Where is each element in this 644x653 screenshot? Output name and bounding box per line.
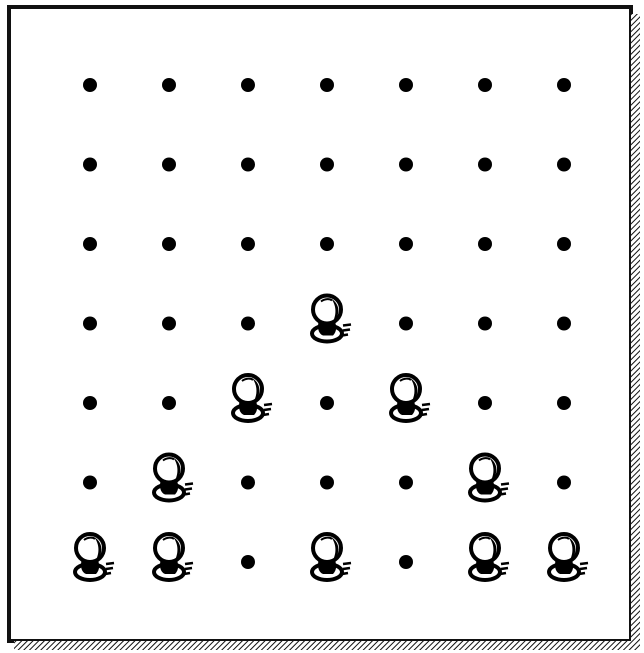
board-hole[interactable] [557, 396, 571, 410]
board-hole[interactable] [478, 78, 492, 92]
board-shadow-right [631, 14, 640, 647]
board-hole[interactable] [399, 317, 413, 331]
board-hole[interactable] [241, 158, 255, 172]
board-hole[interactable] [320, 396, 334, 410]
board-hole[interactable] [83, 78, 97, 92]
board-hole[interactable] [478, 158, 492, 172]
board-hole[interactable] [399, 476, 413, 490]
board-hole[interactable] [320, 476, 334, 490]
board-hole[interactable] [557, 237, 571, 251]
board-shadow-bottom [14, 641, 640, 650]
board-hole[interactable] [478, 237, 492, 251]
board-hole[interactable] [83, 476, 97, 490]
board-hole[interactable] [557, 158, 571, 172]
board-hole[interactable] [83, 317, 97, 331]
board-hole[interactable] [162, 158, 176, 172]
board-hole[interactable] [162, 78, 176, 92]
board-hole[interactable] [241, 78, 255, 92]
board-hole[interactable] [320, 237, 334, 251]
board-hole[interactable] [241, 555, 255, 569]
board-hole[interactable] [162, 237, 176, 251]
board-hole[interactable] [83, 158, 97, 172]
board-hole[interactable] [399, 555, 413, 569]
board-hole[interactable] [399, 78, 413, 92]
board-hole[interactable] [83, 237, 97, 251]
board-hole[interactable] [320, 158, 334, 172]
board-hole[interactable] [83, 396, 97, 410]
board-hole[interactable] [478, 317, 492, 331]
board-hole[interactable] [557, 317, 571, 331]
board-hole[interactable] [320, 78, 334, 92]
board-hole[interactable] [241, 317, 255, 331]
board-hole[interactable] [162, 317, 176, 331]
board-hole[interactable] [241, 476, 255, 490]
board-hole[interactable] [557, 476, 571, 490]
board-hole[interactable] [162, 396, 176, 410]
board-hole[interactable] [399, 237, 413, 251]
board-hole[interactable] [557, 78, 571, 92]
board-hole[interactable] [241, 237, 255, 251]
board-hole[interactable] [399, 158, 413, 172]
board-hole[interactable] [478, 396, 492, 410]
